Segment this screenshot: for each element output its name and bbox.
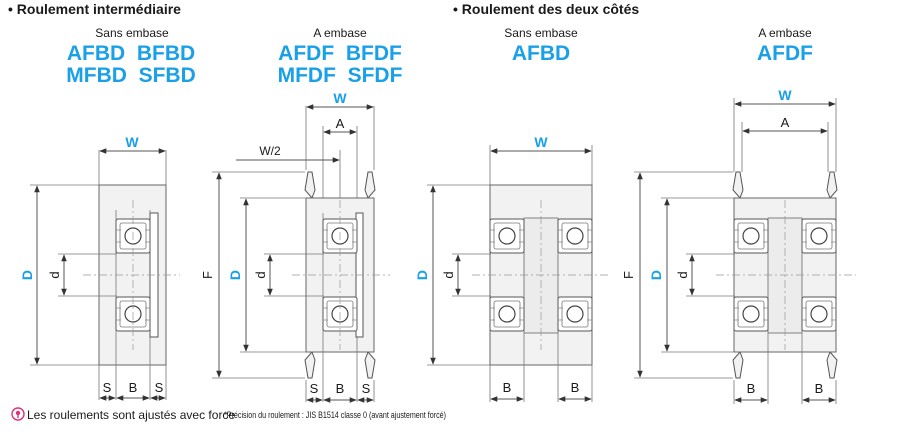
dim-a-p4: A [781, 115, 790, 130]
panel-4-drawing: W A F D d [621, 87, 856, 404]
dim-b-right-p4: B [815, 381, 824, 396]
variant-label-p2: A embase [313, 26, 367, 40]
dim-b-left-p3: B [503, 380, 512, 395]
codes-p2-line2: MFDF SFDF [278, 64, 403, 87]
panel-1-drawing: W D d S B S [19, 134, 180, 401]
dim-d-inner-p2: d [253, 271, 268, 278]
dim-d-outer-p2: D [227, 270, 243, 280]
dim-b-left-p4: B [747, 381, 756, 396]
variant-label-p3: Sans embase [504, 26, 578, 40]
dim-s-right-p1: S [155, 380, 164, 395]
codes-p1-line2: MFBD SFBD [66, 64, 196, 87]
dim-f-p4: F [621, 271, 636, 279]
dim-d-outer-p4: D [648, 270, 664, 280]
dim-f-p2: F [200, 271, 215, 279]
dim-w-p2: W [333, 90, 347, 106]
panel-3-drawing: W D d B B [414, 134, 610, 402]
dim-b-right-p3: B [571, 380, 580, 395]
section-title-intermediate: • Roulement intermédiaire [8, 1, 181, 17]
press-fit-note: Les roulements sont ajustés avec force [27, 408, 235, 422]
variant-label-p4: A embase [758, 26, 812, 40]
dim-d-inner-p3: d [441, 271, 456, 278]
dim-w-half-p2: W/2 [259, 144, 281, 158]
codes-p1-line1: AFBD BFBD [67, 42, 195, 65]
dim-s-right-p2: S [362, 381, 371, 396]
dim-s-left-p2: S [310, 381, 319, 396]
press-fit-note-icon [11, 407, 25, 421]
codes-p4: AFDF [757, 42, 813, 65]
dim-w-p3: W [534, 134, 548, 150]
dim-w-p1: W [125, 134, 139, 150]
dim-w-p4: W [778, 87, 792, 103]
dim-d-inner-p4: d [675, 271, 690, 278]
codes-p2-line1: AFDF BFDF [278, 42, 402, 65]
codes-p3: AFBD [512, 42, 570, 65]
dim-b-p2: B [336, 381, 345, 396]
variant-label-p1: Sans embase [95, 26, 169, 40]
panel-2-drawing: W A W/2 F D d [200, 90, 390, 403]
dim-d-inner-p1: d [47, 271, 62, 278]
precision-note: *Précision du roulement : JIS B1514 clas… [224, 410, 446, 420]
dim-d-outer-p1: D [19, 270, 35, 280]
dim-d-outer-p3: D [414, 270, 430, 280]
section-title-both-sides: • Roulement des deux côtés [453, 1, 639, 17]
dim-s-left-p1: S [103, 380, 112, 395]
dim-b-p1: B [129, 380, 138, 395]
dim-a-p2: A [336, 116, 345, 131]
